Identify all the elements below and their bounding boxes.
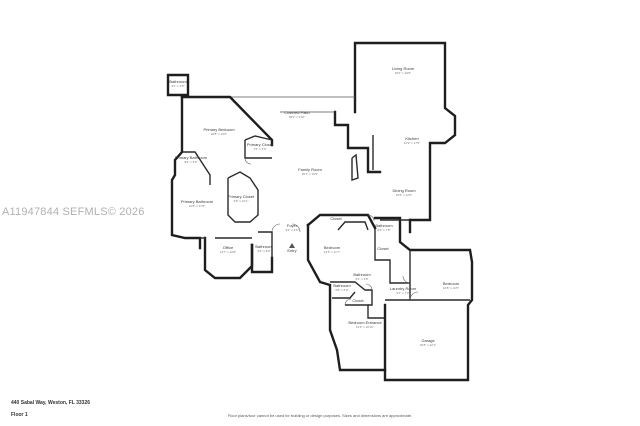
- room-dim: 12'9" x 17'5": [404, 141, 420, 145]
- room-label: Bathroom: [169, 79, 187, 84]
- room-dim: 10'8" x 17'8": [189, 204, 205, 208]
- room-label: Bathroom: [375, 223, 393, 228]
- property-address: 440 Sabal Way, Weston, FL 33326: [11, 400, 91, 406]
- room-dim: 5'8" x 6'0": [335, 288, 348, 292]
- room-label: Bedroom: [324, 245, 341, 250]
- room-dim: 36'9" x 9'10": [289, 115, 305, 119]
- door-swings: [244, 157, 419, 306]
- disclaimer-text: Floor plans/tour cannot be used for buil…: [227, 413, 413, 418]
- room-label: Closet: [330, 216, 342, 221]
- room-label: Covered Patio: [284, 110, 310, 115]
- room-dim: 13'6" x 11'7": [324, 250, 340, 254]
- room-dim: 9'4" x 6'0": [285, 228, 298, 232]
- room-dim: 15'6" x 12'5": [396, 193, 412, 197]
- room-dim: 9'5" x 12'1": [234, 199, 249, 203]
- room-dim: 6'4" x 4'8": [355, 277, 368, 281]
- room-label: Bathroom: [353, 272, 371, 277]
- room-label: Primary Bathroom: [181, 199, 214, 204]
- room-label: Living Room: [392, 66, 415, 71]
- room-dim: 7'6" x 5'6": [253, 147, 266, 151]
- room-label: Bathroom: [333, 283, 351, 288]
- room-dim: 10'8" x 11'5": [443, 286, 459, 290]
- room-dim: 6'0" x 7'8": [377, 228, 390, 232]
- room-label: Primary Closet: [247, 142, 274, 147]
- room-label: Office: [223, 245, 234, 250]
- room-label: Family Room: [298, 167, 322, 172]
- room-label: Primary Bedroom: [203, 127, 235, 132]
- room-label: Bathroom: [255, 244, 273, 249]
- room-label: Garage: [421, 338, 435, 343]
- room-label: Bedroom: [443, 281, 460, 286]
- room-dim: 11'3" x 10'10": [356, 325, 374, 329]
- room-labels: Bathroom 5'1" x 4'6" Living Room 18'4" x…: [169, 66, 459, 347]
- floor-label: Floor 1: [11, 412, 28, 418]
- room-dim: 18'8" x 15'0": [211, 132, 227, 136]
- room-label: Entry: [287, 248, 296, 253]
- exterior-walls: [166, 41, 474, 382]
- room-dim: 13'7" x 10'8": [220, 250, 236, 254]
- room-label: Foyer: [287, 223, 298, 228]
- room-dim: 5'6" x 8'0": [257, 249, 270, 253]
- entry-arrow-icon: [289, 243, 295, 248]
- room-label: Dining Room: [392, 188, 416, 193]
- room-dim: 8'9" x 5'9": [184, 160, 197, 164]
- room-label: Primary Closet: [228, 194, 255, 199]
- mls-watermark: A11947844 SEFMLS© 2026: [2, 206, 145, 218]
- room-dim: 18'4" x 20'9": [395, 71, 411, 75]
- room-label: Laundry Room: [390, 286, 417, 291]
- room-dim: 5'1" x 4'6": [171, 84, 184, 88]
- room-label: Kitchen: [405, 136, 418, 141]
- room-dim: 20'4" x 19'9": [302, 172, 318, 176]
- room-label: Bedroom Entrance: [348, 320, 382, 325]
- room-dim: 20'8" x 22'1": [420, 343, 436, 347]
- room-label: Closet: [352, 298, 364, 303]
- room-label: Primary Bathroom: [175, 155, 208, 160]
- room-dim: 9'1" x 7'0": [396, 291, 409, 295]
- room-label: Closet: [377, 246, 389, 251]
